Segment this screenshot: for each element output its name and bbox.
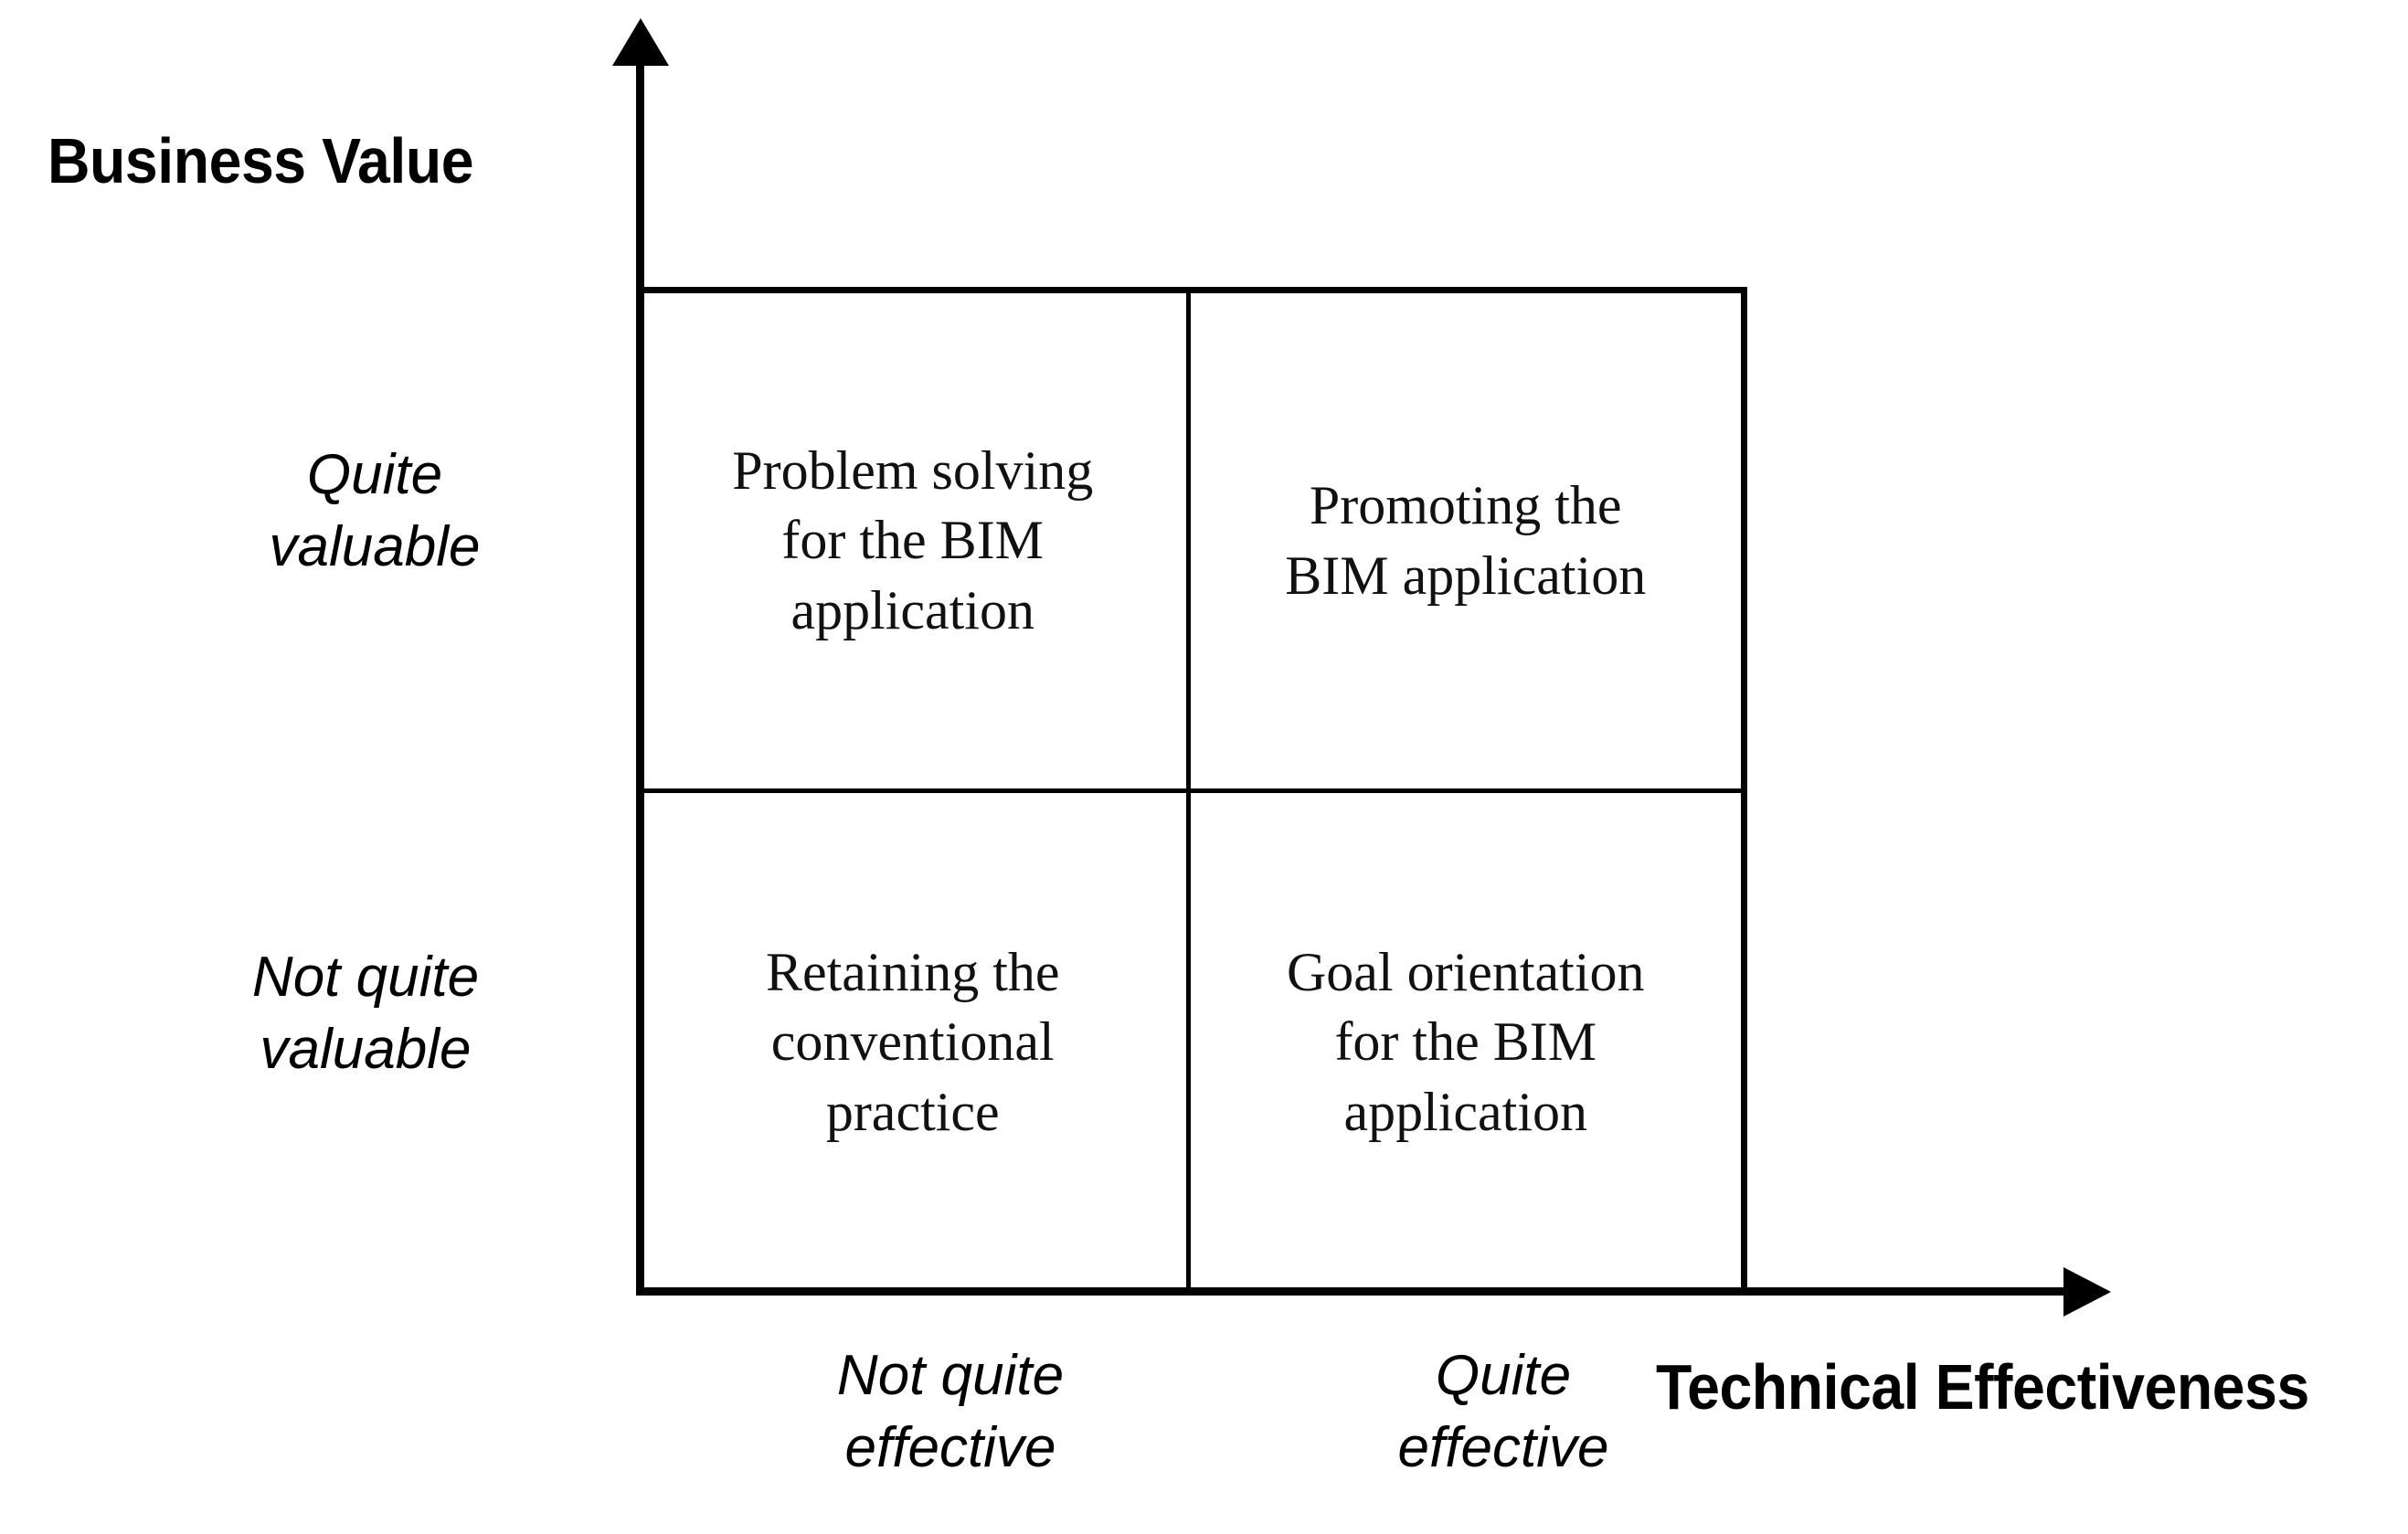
y-axis-arrow-icon: [612, 18, 669, 66]
quadrant-label-bottom-left: Retaining the conventional practice: [765, 941, 1060, 1143]
x-axis-tick-not-quite-effective: Not quite effective: [836, 1344, 1065, 1480]
quadrant-matrix: Problem solving for the BIM application …: [640, 287, 1747, 1292]
quadrant-promoting[interactable]: Promoting the BIM application: [1190, 293, 1741, 793]
quadrant-goal-orientation[interactable]: Goal orientation for the BIM application: [1191, 793, 1742, 1293]
quadrant-label-top-left: Problem solving for the BIM application: [732, 439, 1094, 641]
y-axis-line: [636, 37, 644, 1296]
quadrant-label-bottom-right: Goal orientation for the BIM application: [1286, 941, 1645, 1143]
x-axis-line: [636, 1287, 2077, 1296]
y-axis-tick-not-quite-valuable: Not quite valuable: [251, 946, 480, 1082]
y-axis-title: Business Value: [48, 125, 474, 196]
quadrant-problem-solving[interactable]: Problem solving for the BIM application: [640, 293, 1191, 793]
quadrant-retaining-conventional[interactable]: Retaining the conventional practice: [640, 792, 1191, 1292]
x-axis-arrow-icon: [2063, 1267, 2111, 1317]
y-axis-tick-quite-valuable: Quite valuable: [269, 443, 481, 579]
x-axis-tick-quite-effective: Quite effective: [1397, 1344, 1609, 1480]
quadrant-label-top-right: Promoting the BIM application: [1285, 474, 1647, 606]
x-axis-title: Technical Effectiveness: [1656, 1351, 2309, 1423]
